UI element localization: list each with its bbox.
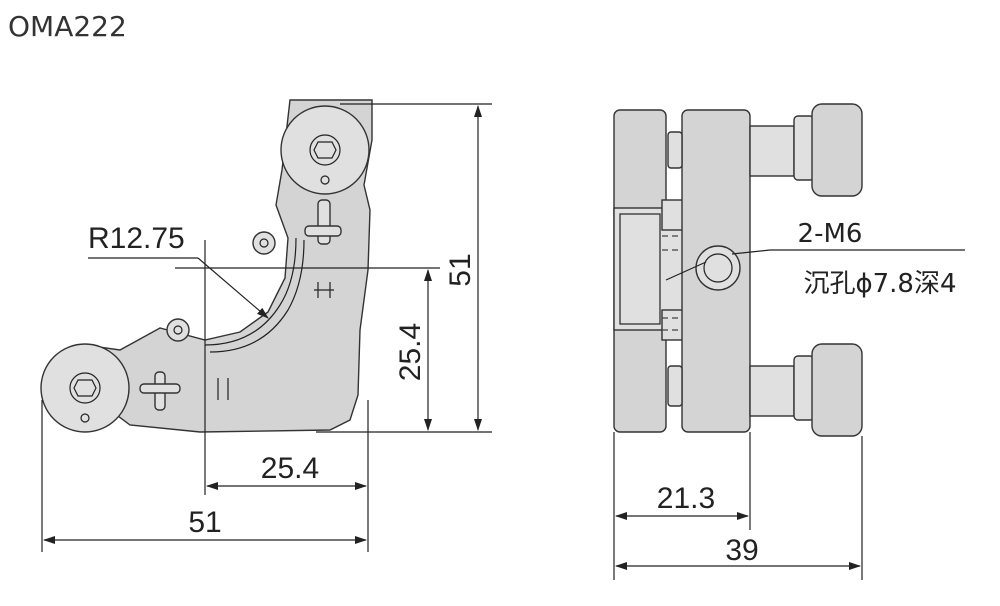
screw-bottom bbox=[166, 318, 190, 342]
top-knob bbox=[280, 105, 370, 195]
counterbore-hole bbox=[695, 245, 741, 291]
inner-radius-curve bbox=[204, 237, 297, 346]
front-view: R12.75 51 25.4 25.4 51 bbox=[40, 99, 492, 552]
screw-top bbox=[252, 231, 276, 255]
dim-height-51: 51 bbox=[444, 253, 477, 286]
hole-label: 2-M6 bbox=[798, 219, 863, 249]
dim-horizontal-25-4: 25.4 bbox=[261, 452, 319, 485]
dim-21-3: 21.3 bbox=[657, 482, 715, 515]
bottom-knob bbox=[40, 343, 130, 433]
hole-note: 沉孔ϕ7.8深4 bbox=[803, 269, 956, 299]
lower-knob bbox=[811, 343, 863, 437]
side-view: 2-M6 沉孔ϕ7.8深4 21.3 39 bbox=[613, 103, 965, 580]
radius-label: R12.75 bbox=[88, 222, 185, 255]
model-title: OMA222 bbox=[8, 10, 127, 43]
dim-vertical-25-4: 25.4 bbox=[394, 323, 427, 381]
upper-knob bbox=[811, 103, 863, 197]
dim-width-51: 51 bbox=[188, 506, 221, 539]
dim-39: 39 bbox=[725, 534, 758, 567]
